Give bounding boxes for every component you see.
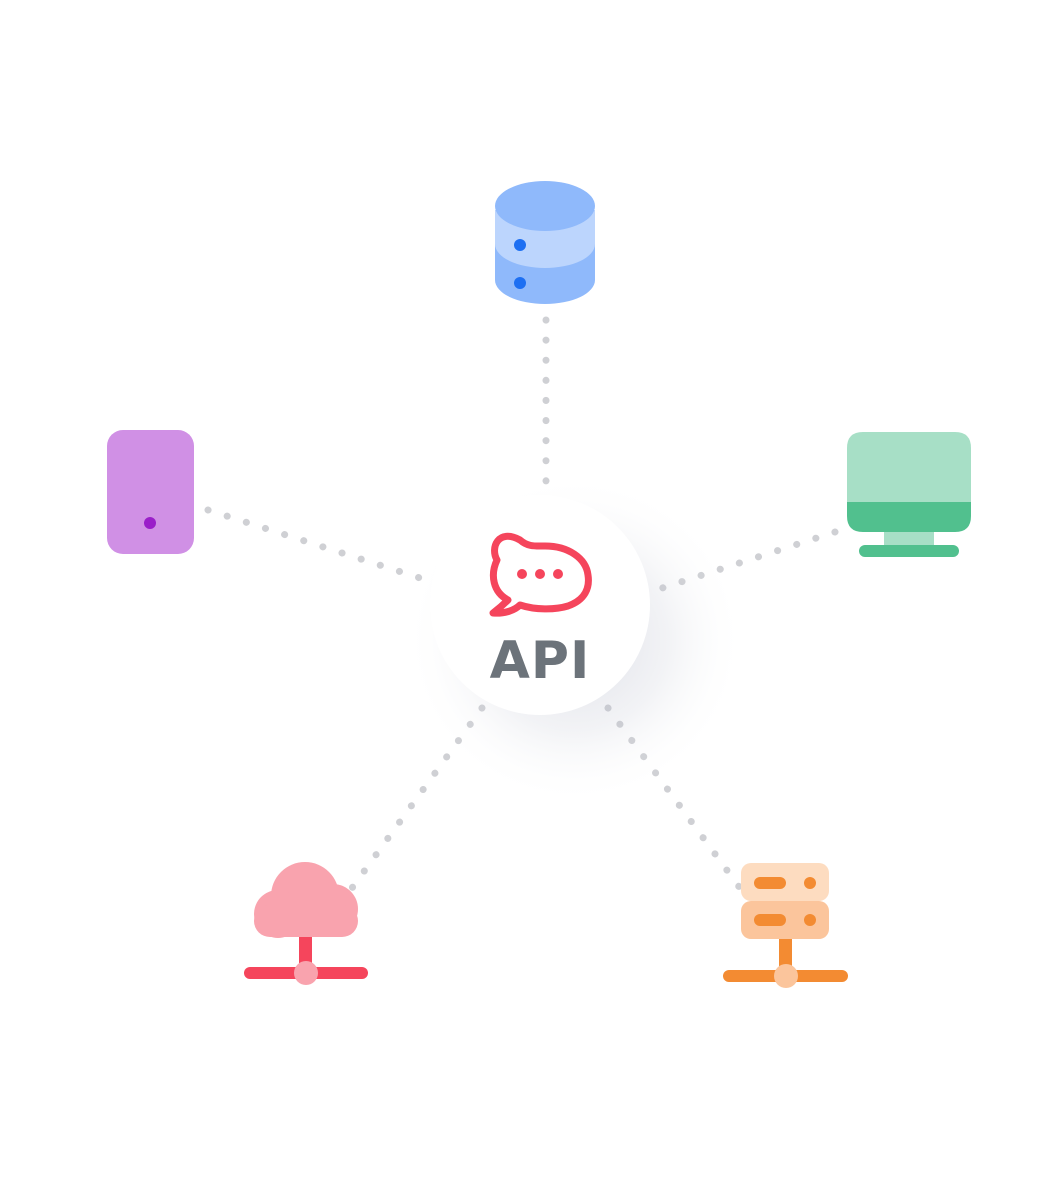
cloud-network-icon bbox=[244, 862, 368, 985]
hub-label: API bbox=[490, 631, 591, 691]
server-network-icon bbox=[723, 863, 848, 988]
database-icon bbox=[495, 181, 595, 304]
mobile-device-icon bbox=[107, 430, 194, 554]
desktop-monitor-icon bbox=[847, 432, 971, 557]
connector-mobile bbox=[204, 506, 424, 582]
hub-circle bbox=[430, 495, 650, 715]
api-hub: API bbox=[405, 475, 745, 805]
chat-logo-icon bbox=[489, 532, 592, 617]
